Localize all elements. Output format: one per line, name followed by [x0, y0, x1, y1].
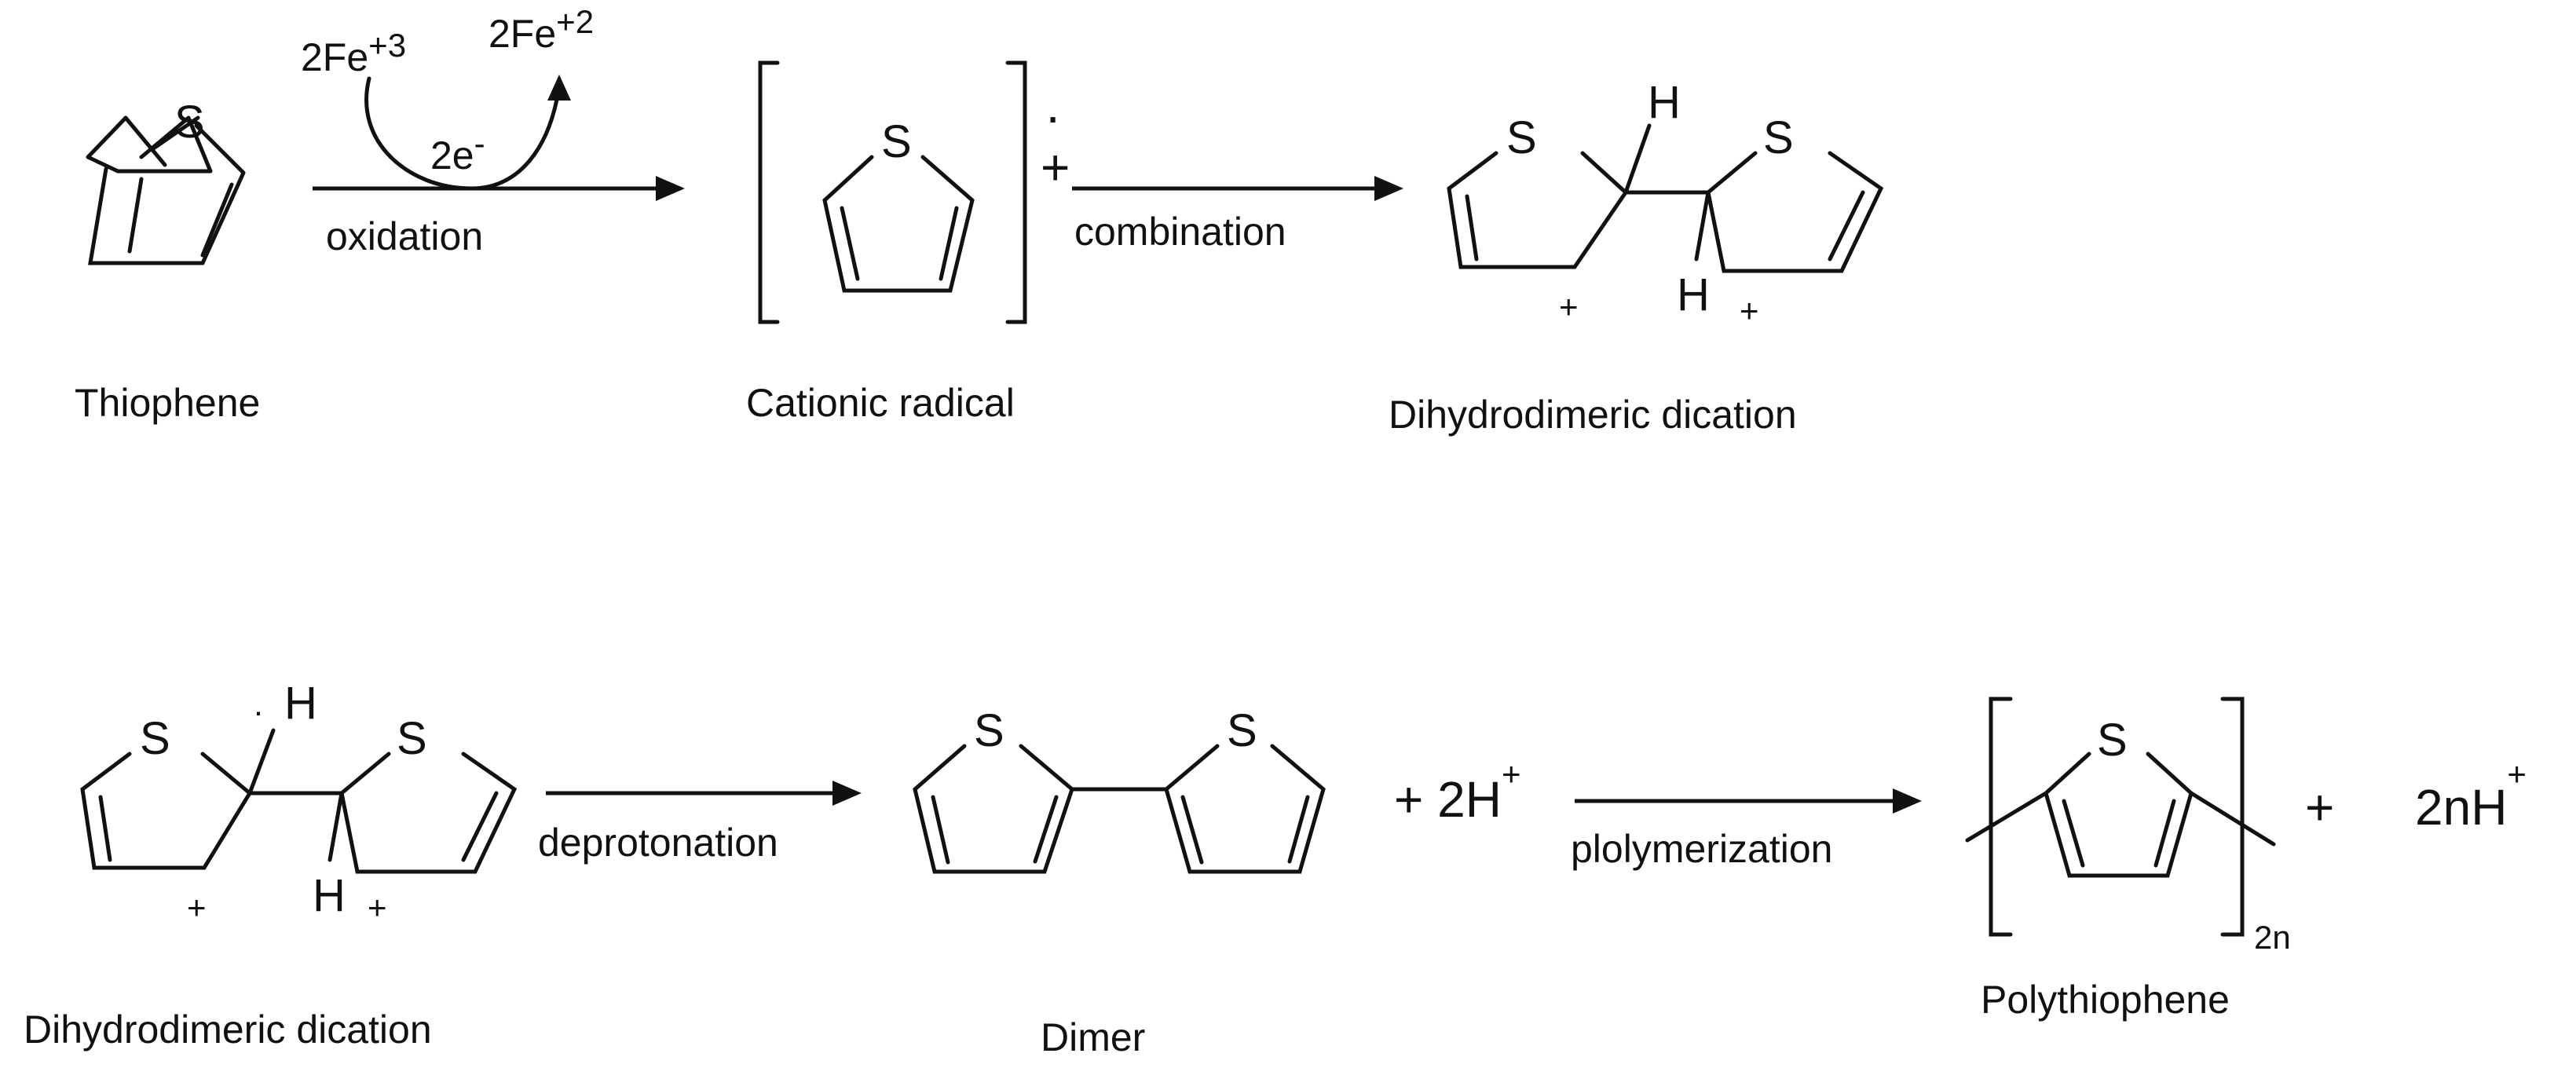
- polythiophene-subscript: 2n: [2254, 919, 2291, 956]
- polymerization-label: plolymerization: [1571, 827, 1832, 871]
- dication-bottom-charge-left: +: [187, 889, 207, 926]
- polythiophene-structure: [1965, 697, 2276, 937]
- thiophene-structure: [86, 115, 246, 265]
- dimer-sulfur-left: S: [974, 705, 1004, 756]
- dication-bottom-hydrogen-upper: H: [284, 678, 317, 729]
- radical-dot: ·: [1045, 88, 1061, 144]
- dication-bottom-sulfur-left: S: [140, 713, 170, 764]
- electron-arrowhead: [547, 75, 571, 101]
- cationic-radical-structure: [758, 60, 1027, 324]
- polymer-plus-sign: +: [2305, 779, 2334, 836]
- oxidation-label: oxidation: [326, 214, 483, 258]
- combination-arrowhead: [1374, 176, 1403, 201]
- dication-bottom-label: Dihydrodimeric dication: [24, 1008, 432, 1052]
- cationic-radical-label: Cationic radical: [746, 381, 1015, 425]
- combination-label: combination: [1074, 210, 1286, 254]
- cationic-radical-sulfur: S: [881, 116, 912, 167]
- polymerization-arrowhead: [1893, 788, 1922, 814]
- polythiophene-label: Polythiophene: [1981, 978, 2230, 1022]
- dication-top-hydrogen-upper: H: [1648, 77, 1681, 128]
- thiophene-sulfur: S: [174, 97, 205, 148]
- deprotonation-arrowhead: [832, 781, 862, 806]
- fe3-reagent: 2Fe+3: [301, 27, 406, 79]
- thiophene-label: Thiophene: [75, 381, 260, 425]
- polythiophene-sulfur: S: [2097, 715, 2128, 766]
- dication-top-sulfur-left: S: [1506, 112, 1537, 163]
- dication-top-charge-right: +: [1740, 292, 1759, 329]
- dication-top-sulfur-right: S: [1763, 112, 1794, 163]
- dication-structure-bottom: [80, 728, 518, 874]
- dimer-sulfur-right: S: [1227, 705, 1257, 756]
- oxidation-arrowhead: [656, 176, 685, 201]
- fe2-product: 2Fe+2: [488, 3, 594, 56]
- deprotonation-label: deprotonation: [538, 821, 778, 865]
- dimer-label: Dimer: [1041, 1015, 1145, 1059]
- electrons-label: 2e-: [430, 125, 485, 177]
- dication-top-hydrogen-lower: H: [1677, 269, 1710, 320]
- dication-bottom-radical-dot: ·: [253, 693, 264, 730]
- electron-transfer-curve: [364, 76, 562, 191]
- dication-bottom-sulfur-right: S: [397, 713, 427, 764]
- dication-top-label: Dihydrodimeric dication: [1389, 393, 1797, 437]
- dication-structure-top: [1447, 123, 1884, 273]
- cation-plus: +: [1041, 139, 1070, 196]
- dication-bottom-charge-right: +: [368, 889, 387, 926]
- n-protons-released: 2nH+: [2415, 755, 2527, 836]
- dication-top-charge-left: +: [1559, 288, 1579, 325]
- dimer-structure: [913, 744, 1326, 874]
- protons-released: + 2H+: [1394, 755, 1521, 828]
- dication-bottom-hydrogen-lower: H: [313, 870, 346, 921]
